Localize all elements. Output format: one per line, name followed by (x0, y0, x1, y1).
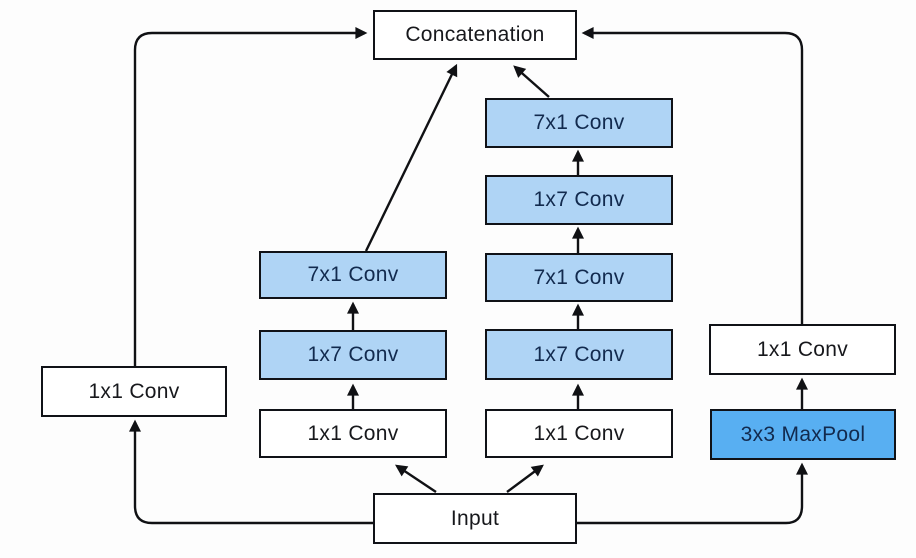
edge-input-to-branch4-maxpool (577, 462, 808, 525)
node-branch3-conv1x7-lower: 1x7 Conv (485, 329, 673, 380)
edge-input-to-branch3-conv1x1 (506, 464, 544, 493)
edge-branch4-conv1x1-to-concatenation (581, 26, 804, 324)
node-branch3-conv1x7-upper: 1x7 Conv (485, 175, 673, 225)
edge-input-to-branch2-conv1x1 (395, 464, 437, 493)
node-branch3-conv7x1-top: 7x1 Conv (485, 98, 673, 148)
node-branch2-conv1x1: 1x1 Conv (259, 409, 447, 458)
node-branch4-maxpool: 3x3 MaxPool (710, 409, 896, 460)
node-concatenation: Concatenation (373, 10, 577, 60)
edge-input-to-branch1-conv1x1 (129, 419, 373, 525)
node-branch3-conv1x1: 1x1 Conv (485, 409, 673, 458)
node-branch2-conv1x7: 1x7 Conv (259, 330, 447, 380)
node-branch2-conv7x1: 7x1 Conv (259, 251, 447, 299)
node-branch4-conv1x1: 1x1 Conv (709, 324, 896, 375)
node-branch1-conv1x1: 1x1 Conv (41, 366, 227, 417)
node-branch3-conv7x1-mid: 7x1 Conv (485, 253, 673, 302)
edge-branch2-conv7x1-to-concatenation (364, 63, 458, 252)
node-input: Input (373, 493, 577, 544)
edge-branch3-conv7x1-top-to-concatenation (513, 65, 550, 98)
edge-branch1-conv1x1-to-concatenation (133, 27, 368, 366)
